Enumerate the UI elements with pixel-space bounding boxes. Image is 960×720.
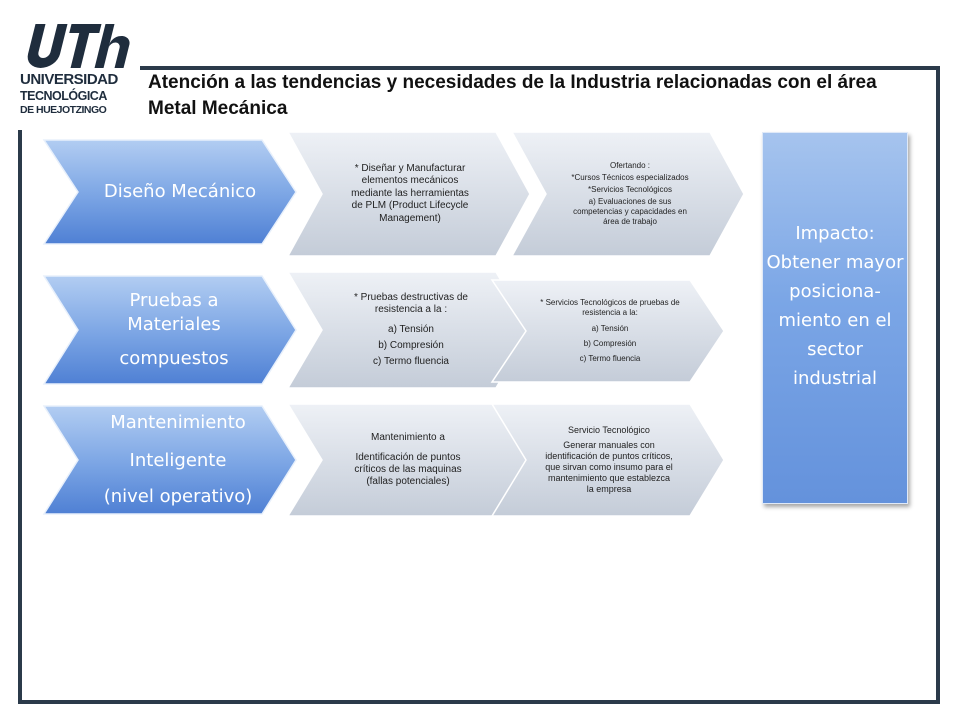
chevron-step1-diseno: * Diseñar y Manufacturar elementos mecán…	[284, 128, 534, 260]
step-line: Ofertando :	[609, 161, 651, 170]
step-line: Servicio Tecnológico	[568, 425, 650, 435]
chevron-shape	[286, 131, 531, 257]
step-line: b) Compresión	[378, 340, 444, 351]
step-text: * Servicios Tecnológicos de pruebas de r…	[538, 280, 682, 382]
university-logo: UNIVERSIDAD TECNOLÓGICA DE HUEJOTZINGO	[14, 22, 134, 122]
logo-text-tecnologica: TECNOLÓGICA	[20, 89, 107, 103]
chevron-shape	[42, 275, 297, 385]
category-text: Mantenimiento Inteligente (nivel operati…	[90, 404, 266, 516]
chevron-shape	[510, 131, 745, 257]
chevron-shape	[490, 403, 725, 517]
chevron-category-diseno: Diseño Mecánico	[40, 136, 300, 248]
frame-top-line	[140, 66, 940, 70]
logo-text-huejotzingo: DE HUEJOTZINGO	[20, 104, 107, 116]
chevron-category-mantenimiento: Mantenimiento Inteligente (nivel operati…	[40, 402, 300, 518]
category-line: Diseño Mecánico	[103, 181, 257, 202]
category-line: Mantenimiento	[110, 412, 246, 433]
chevron-shape	[490, 279, 725, 383]
step-line: a) Evaluaciones de sus competencias y ca…	[573, 197, 687, 226]
uth-logo-mark	[27, 24, 130, 68]
step-line: a) Tensión	[591, 324, 629, 333]
logo-text-universidad: UNIVERSIDAD	[20, 71, 118, 88]
chevron-step2-diseno: Ofertando : *Cursos Técnicos especializa…	[508, 128, 748, 260]
category-line: Inteligente	[129, 450, 227, 471]
step-line: c) Termo fluencia	[579, 354, 641, 363]
chevron-shape	[286, 271, 531, 389]
step-text: Ofertando : *Cursos Técnicos especializa…	[568, 134, 692, 254]
step-line: *Cursos Técnicos especializados	[571, 173, 689, 182]
impact-box: Impacto: Obtener mayor posiciona-miento …	[762, 132, 908, 504]
category-line: (nivel operativo)	[103, 486, 253, 507]
category-line: Pruebas a Materiales	[127, 290, 221, 335]
frame-bottom-line	[18, 700, 940, 704]
chevron-step2-pruebas: * Servicios Tecnológicos de pruebas de r…	[488, 276, 728, 386]
step-line: a) Tensión	[388, 324, 434, 335]
step-line: Identificación de puntos críticos de las…	[354, 452, 462, 487]
category-line: compuestos	[119, 348, 229, 369]
step-text: Servicio Tecnológico Generar manuales co…	[544, 404, 674, 516]
step-text: Mantenimiento a Identificación de puntos…	[344, 404, 472, 516]
chevron-category-pruebas: Pruebas a Materiales compuestos	[40, 272, 300, 388]
frame-right-line	[936, 66, 940, 704]
chevron-step2-mantenimiento: Servicio Tecnológico Generar manuales co…	[488, 400, 728, 520]
step-line: Mantenimiento a	[371, 432, 445, 443]
slide-title: Atención a las tendencias y necesidades …	[148, 72, 877, 119]
step-line: c) Termo fluencia	[373, 356, 449, 367]
category-text: Pruebas a Materiales compuestos	[86, 276, 262, 384]
step-line: * Diseñar y Manufacturar elementos mecán…	[351, 162, 469, 224]
step-text: * Pruebas destructivas de resistencia a …	[346, 272, 476, 388]
chevron-shape	[42, 139, 297, 245]
frame-left-line	[18, 130, 22, 704]
chevron-step1-pruebas: * Pruebas destructivas de resistencia a …	[284, 268, 534, 392]
step-line: b) Compresión	[583, 339, 637, 348]
step-line: Generar manuales con identificación de p…	[545, 440, 673, 494]
step-text: * Diseñar y Manufacturar elementos mecán…	[346, 134, 474, 254]
step-line: * Servicios Tecnológicos de pruebas de r…	[540, 298, 680, 317]
step-line: *Servicios Tecnológicos	[588, 185, 672, 194]
chevron-shape	[42, 405, 297, 515]
impact-text: Impacto: Obtener mayor posiciona-miento …	[766, 223, 904, 389]
category-text: Diseño Mecánico	[90, 140, 270, 244]
step-line: * Pruebas destructivas de resistencia a …	[354, 292, 468, 315]
